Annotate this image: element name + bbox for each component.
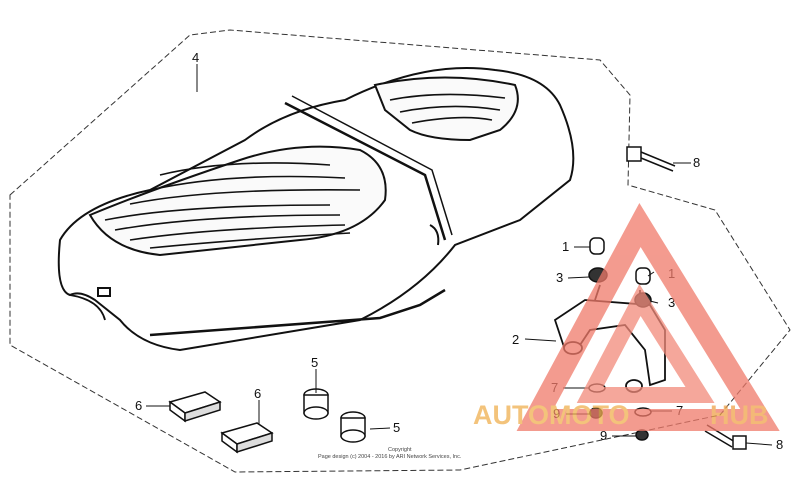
- logo-text-hub: HUB: [710, 400, 769, 430]
- copyright-line: Page design (c) 2004 - 2016 by ARI Netwo…: [318, 454, 462, 460]
- callout-4: 4: [192, 50, 199, 65]
- plate-part-6b: [220, 422, 274, 454]
- logo-triangle-inner: [576, 284, 715, 403]
- callout-6b: 6: [254, 386, 261, 401]
- callout-1a: 1: [562, 239, 569, 254]
- nut-part-9b: [635, 429, 649, 441]
- callout-5a: 5: [311, 355, 318, 370]
- cap-part-1b: [635, 267, 651, 285]
- callout-8b: 8: [776, 437, 783, 452]
- callout-3a: 3: [556, 270, 563, 285]
- callout-9b: 9: [600, 428, 607, 443]
- logo-triangle-outer: [516, 202, 780, 431]
- rubber-part-5b: [340, 411, 366, 443]
- cap-part-1a: [589, 237, 605, 255]
- callout-5b: 5: [393, 420, 400, 435]
- callout-6a: 6: [135, 398, 142, 413]
- rubber-part-5a: [303, 388, 329, 420]
- callout-3b: 3: [668, 295, 675, 310]
- copyright-notice: Copyright Page design (c) 2004 - 2016 by…: [318, 447, 462, 460]
- callout-2: 2: [512, 332, 519, 347]
- automotohub-logo: AUTOMOTO HUB: [473, 202, 780, 431]
- callout-8a: 8: [693, 155, 700, 170]
- logo-text-automoto: AUTOMOTO: [473, 400, 630, 430]
- seat-part: [57, 67, 575, 352]
- diagram-border: [9, 29, 791, 473]
- plate-part-6a: [168, 391, 222, 423]
- copyright-title: Copyright: [388, 447, 412, 453]
- bolt-part-8a: [626, 146, 676, 172]
